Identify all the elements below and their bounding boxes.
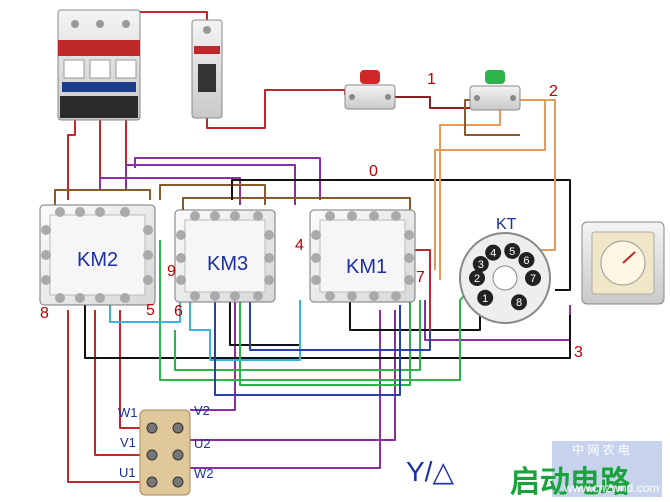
- motor-terminal-block: [139, 409, 191, 496]
- kt-pin-label-2: 2: [474, 273, 480, 285]
- kt-pin-label-6: 6: [523, 255, 529, 267]
- label-9: 9: [167, 263, 176, 280]
- km3-label: KM3: [207, 253, 249, 275]
- kt-pin-2: [469, 270, 485, 286]
- label-0: 0: [369, 163, 378, 180]
- kt-pin-8: [511, 294, 527, 311]
- contactor-km1: [309, 209, 416, 303]
- kt-pin-label-5: 5: [509, 246, 515, 258]
- kt-pin-label-1: 1: [482, 293, 488, 305]
- terminal-v2: V2: [194, 403, 210, 418]
- timer-relay: [581, 221, 665, 305]
- terminal-u1: U1: [119, 465, 136, 480]
- stop-button: [344, 70, 396, 110]
- kt-pin-6: [518, 252, 535, 269]
- label-3: 3: [574, 344, 583, 361]
- kt-pin-label-7: 7: [530, 273, 536, 285]
- label-4: 4: [295, 237, 304, 254]
- brand-panel: [552, 441, 662, 497]
- label-7: 7: [416, 269, 425, 286]
- terminal-w2: W2: [194, 466, 214, 481]
- diagram-caption: Y/△: [406, 456, 454, 487]
- control-breaker: [191, 19, 223, 119]
- kt-pin-label-3: 3: [478, 259, 484, 271]
- kt-pin-5: [504, 242, 521, 259]
- brand-top: 中 网 农 电: [572, 443, 631, 457]
- km2-label: KM2: [77, 249, 119, 271]
- label-1: 1: [427, 71, 436, 88]
- brand-main: 启动电路: [510, 466, 630, 499]
- km1-label: KM1: [346, 256, 388, 278]
- brand-logo: 中 网 农 电 启动电路 www.cnzwnd.com: [510, 441, 662, 499]
- kt-pin-label-4: 4: [490, 248, 496, 260]
- label-6: 6: [174, 303, 183, 320]
- terminal-v1: V1: [120, 435, 136, 450]
- start-button: [469, 70, 521, 111]
- kt-pin-1: [477, 289, 494, 306]
- contactor-km2: [39, 204, 156, 306]
- kt-pin-label-8: 8: [516, 297, 522, 309]
- label-8: 8: [40, 305, 49, 322]
- kt-pin-4: [485, 244, 502, 261]
- kt-label: KT: [496, 216, 517, 233]
- main-breaker: [57, 9, 141, 121]
- label-5: 5: [146, 302, 155, 319]
- terminal-w1: W1: [118, 405, 138, 420]
- label-2: 2: [549, 83, 558, 100]
- contactor-km3: [174, 209, 276, 303]
- kt-pin-7: [525, 270, 541, 286]
- wires: [54, 11, 571, 483]
- kt-pin-3: [472, 256, 489, 272]
- brand-url: www.cnzwnd.com: [564, 481, 660, 495]
- terminal-u2: U2: [194, 436, 211, 451]
